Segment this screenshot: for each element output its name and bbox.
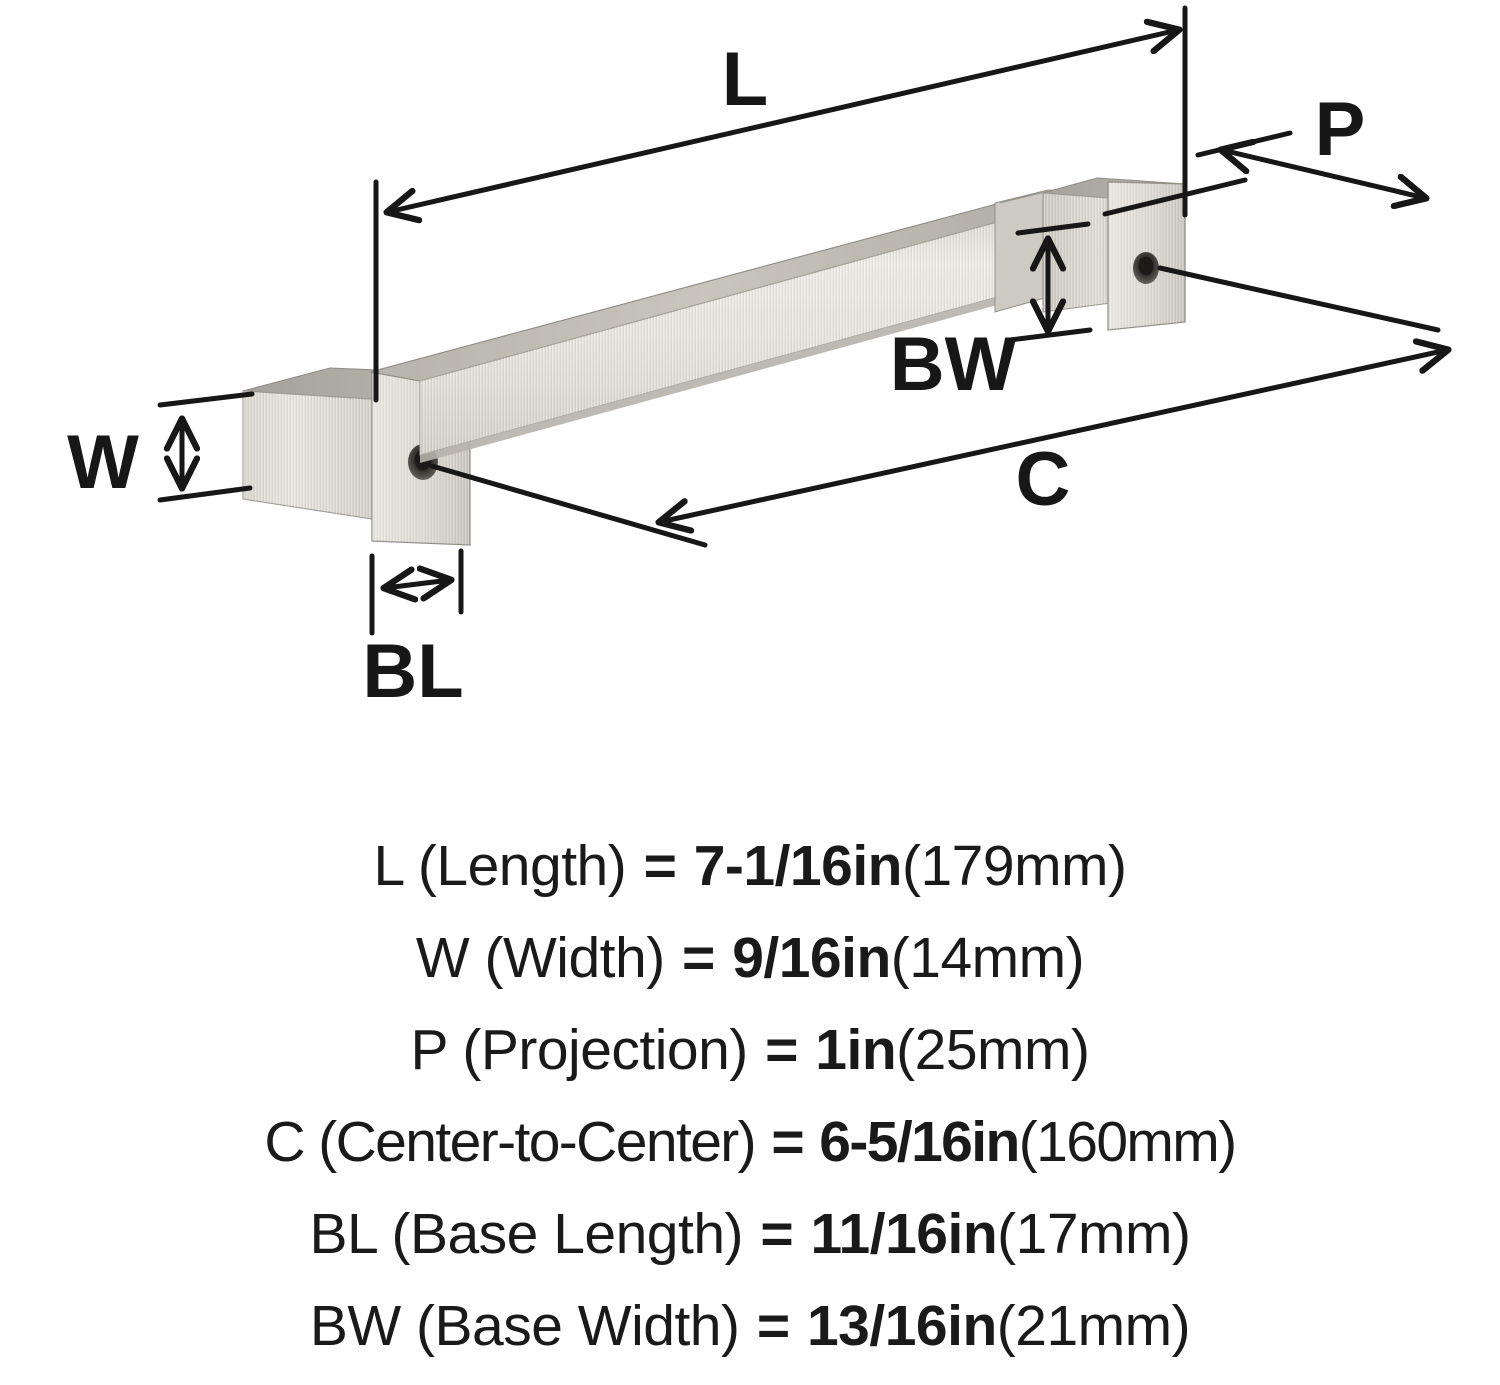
spec-metric-P: (25mm) xyxy=(896,1018,1090,1082)
spec-row-BW: BW (Base Width) = 13/16in(21mm) xyxy=(0,1280,1500,1372)
spec-label-W: W (Width) xyxy=(415,926,665,990)
spec-label-L: L (Length) xyxy=(373,834,627,898)
spec-eq-C: = xyxy=(771,1110,804,1174)
spec-metric-BW: (21mm) xyxy=(996,1294,1191,1358)
spec-imperial-BW: 13/16in xyxy=(806,1294,997,1358)
spec-imperial-P: 1in xyxy=(815,1018,897,1082)
spec-imperial-L: 7-1/16in xyxy=(693,834,903,898)
left-post-front-texture xyxy=(243,391,385,521)
spec-label-C: C (Center-to-Center) xyxy=(264,1110,756,1174)
spec-row-C: C (Center-to-Center) = 6-5/16in(160mm) xyxy=(0,1096,1500,1188)
spec-imperial-C: 6-5/16in xyxy=(819,1110,1020,1174)
spec-metric-W: (14mm) xyxy=(890,926,1085,990)
spec-label-BL: BL (Base Length) xyxy=(309,1202,744,1266)
label-length: L xyxy=(722,37,768,122)
specification-list: L (Length) = 7-1/16in(179mm) W (Width) =… xyxy=(0,820,1500,1372)
center-dimension-arrow xyxy=(660,350,1447,522)
spec-metric-L: (179mm) xyxy=(901,834,1127,898)
spec-label-BW: BW (Base Width) xyxy=(309,1294,740,1358)
spec-metric-C: (160mm) xyxy=(1018,1110,1237,1174)
spec-imperial-BL: 11/16in xyxy=(810,1202,998,1266)
dimension-width xyxy=(157,391,255,503)
label-center-to-center: C xyxy=(1016,437,1071,522)
projection-tick-left xyxy=(1195,130,1293,158)
spec-row-P: P (Projection) = 1in(25mm) xyxy=(0,1004,1500,1096)
spec-row-BL: BL (Base Length) = 11/16in(17mm) xyxy=(0,1188,1500,1280)
projection-leader-lines xyxy=(1102,177,1441,333)
label-base-width: BW xyxy=(890,322,1017,407)
spec-eq-W: = xyxy=(682,926,715,990)
projection-leader-lower xyxy=(1157,265,1441,333)
spec-eq-BL: = xyxy=(760,1202,794,1266)
width-tick-top xyxy=(157,391,255,408)
spec-label-P: P (Projection) xyxy=(410,1018,749,1082)
spec-row-W: W (Width) = 9/16in(14mm) xyxy=(0,912,1500,1004)
base-width-tick-top xyxy=(1015,221,1091,236)
dimension-length xyxy=(373,5,1188,403)
dimension-projection xyxy=(1195,130,1425,198)
base-length-dimension-arrow xyxy=(385,580,450,588)
spec-row-L: L (Length) = 7-1/16in(179mm) xyxy=(0,820,1500,912)
spec-eq-L: = xyxy=(643,834,677,898)
projection-dimension-arrow xyxy=(1222,150,1425,198)
handle-bar-front-texture xyxy=(420,209,1045,455)
diagram-canvas: L W P C BL BW xyxy=(67,5,1452,714)
width-tick-bottom xyxy=(157,485,253,503)
spec-imperial-W: 9/16in xyxy=(732,926,891,990)
length-dimension-arrow xyxy=(388,30,1178,212)
label-width: W xyxy=(67,420,139,505)
handle-bar xyxy=(369,202,1046,463)
dimension-center-to-center xyxy=(429,350,1447,548)
inner-return-face xyxy=(994,189,1049,313)
label-projection: P xyxy=(1315,87,1366,172)
handle-product-illustration xyxy=(242,177,1186,546)
dimension-base-length xyxy=(369,548,464,636)
projection-leader-upper xyxy=(1102,177,1248,217)
spec-eq-P: = xyxy=(765,1018,798,1082)
screw-hole-inner xyxy=(1138,256,1154,276)
product-dimension-diagram: L W P C BL BW xyxy=(67,5,1452,714)
spec-eq-BW: = xyxy=(756,1294,790,1358)
label-base-length: BL xyxy=(362,629,463,714)
dimension-annotations xyxy=(157,5,1447,636)
spec-metric-BL: (17mm) xyxy=(997,1202,1191,1266)
